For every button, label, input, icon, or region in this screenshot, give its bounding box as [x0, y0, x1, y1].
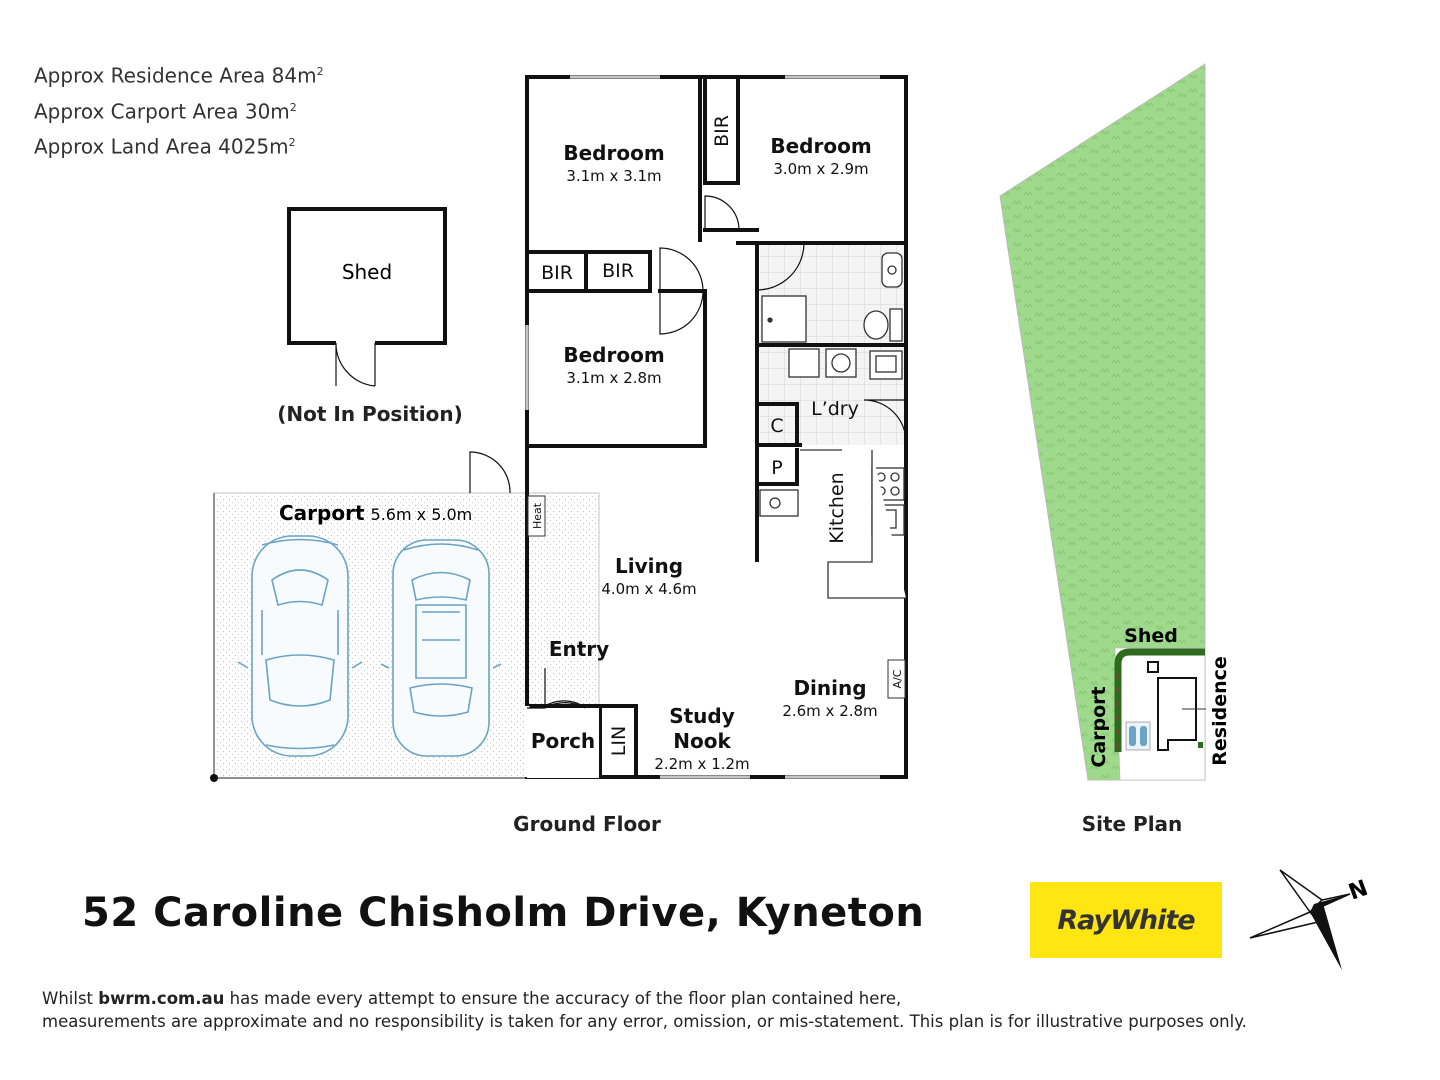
raywhite-logo: RayWhite [1030, 882, 1222, 958]
land-area: Approx Land Area 4025m2 [34, 134, 296, 159]
door-swings [527, 195, 907, 709]
compass-icon: N [1249, 869, 1372, 970]
site-shed-label: Shed [1124, 625, 1178, 647]
living-size: 4.0m x 4.6m [601, 580, 696, 598]
residence-area: Approx Residence Area 84m2 [34, 63, 324, 88]
air-conditioner: A/C [887, 659, 906, 699]
cupboard-label: C [770, 415, 783, 437]
area-summary: Approx Residence Area 84m2 Approx Carpor… [34, 56, 324, 163]
dining-label: Dining [793, 676, 866, 700]
property-title: 52 Caroline Chisholm Drive, Kyneton [82, 890, 925, 936]
kitchen-fixtures [759, 449, 906, 599]
bedroom-1-size: 3.1m x 3.1m [566, 167, 661, 185]
raywhite-logo-text: RayWhite [1057, 904, 1195, 936]
bedroom-3-label: Bedroom [563, 343, 664, 367]
laundry-fixtures [788, 348, 903, 380]
hedge [1114, 648, 1205, 752]
house-walls [525, 75, 908, 779]
disclaimer: Whilst bwrm.com.au has made every attemp… [42, 987, 1247, 1033]
porch-floor [527, 708, 599, 778]
bedroom-2-label: Bedroom [770, 134, 871, 158]
bir-label-3: BIR [711, 115, 733, 147]
study-label-2: Nook [673, 729, 731, 753]
bir-label-2: BIR [602, 260, 634, 282]
car-icon [380, 539, 502, 757]
porch-label: Porch [531, 729, 595, 753]
ac-label: A/C [891, 669, 904, 688]
site-residence-label: Residence [1209, 656, 1231, 766]
entry-label: Entry [549, 637, 609, 661]
study-label-1: Study [669, 704, 735, 728]
site-residence [1157, 677, 1197, 751]
bedroom-3-size: 3.1m x 2.8m [566, 369, 661, 387]
shed: Shed (Not In Position) [277, 207, 463, 426]
kitchen-label: Kitchen [826, 472, 848, 543]
heater: Heat [527, 495, 546, 537]
linen-label: LIN [608, 726, 630, 756]
dining-size: 2.6m x 2.8m [782, 702, 877, 720]
site-carport-label: Carport [1088, 686, 1110, 767]
carport-door-swing [469, 451, 511, 494]
bir-label-1: BIR [541, 262, 573, 284]
living-label: Living [615, 554, 683, 578]
site-shed [1147, 661, 1159, 673]
ground-floor-caption: Ground Floor [513, 812, 661, 836]
site-plan-caption: Site Plan [1082, 812, 1183, 836]
pantry-label: P [771, 457, 782, 479]
compass-north-label: N [1346, 876, 1372, 906]
carport-area: Approx Carport Area 30m2 [34, 99, 297, 124]
room-labels: Bedroom 3.1m x 3.1m Bedroom 3.0m x 2.9m … [527, 115, 906, 773]
study-size: 2.2m x 1.2m [654, 755, 749, 773]
shed-door-swing [335, 342, 376, 387]
bedroom-1-label: Bedroom [563, 141, 664, 165]
bathroom-fixtures [761, 252, 903, 343]
shed-label: Shed [342, 260, 392, 284]
shed-note: (Not In Position) [277, 402, 462, 426]
disclaimer-line-1: Whilst bwrm.com.au has made every attemp… [42, 989, 902, 1008]
disclaimer-line-2: measurements are approximate and no resp… [42, 1012, 1247, 1031]
site-plan: Shed Carport Residence Site Plan [999, 63, 1231, 836]
laundry-label: L’dry [811, 398, 859, 420]
bedroom-2-size: 3.0m x 2.9m [773, 160, 868, 178]
disclaimer-site-link: bwrm.com.au [98, 989, 225, 1008]
heat-label: Heat [531, 502, 544, 529]
window-frames [526, 76, 880, 778]
car-icon [237, 535, 363, 757]
